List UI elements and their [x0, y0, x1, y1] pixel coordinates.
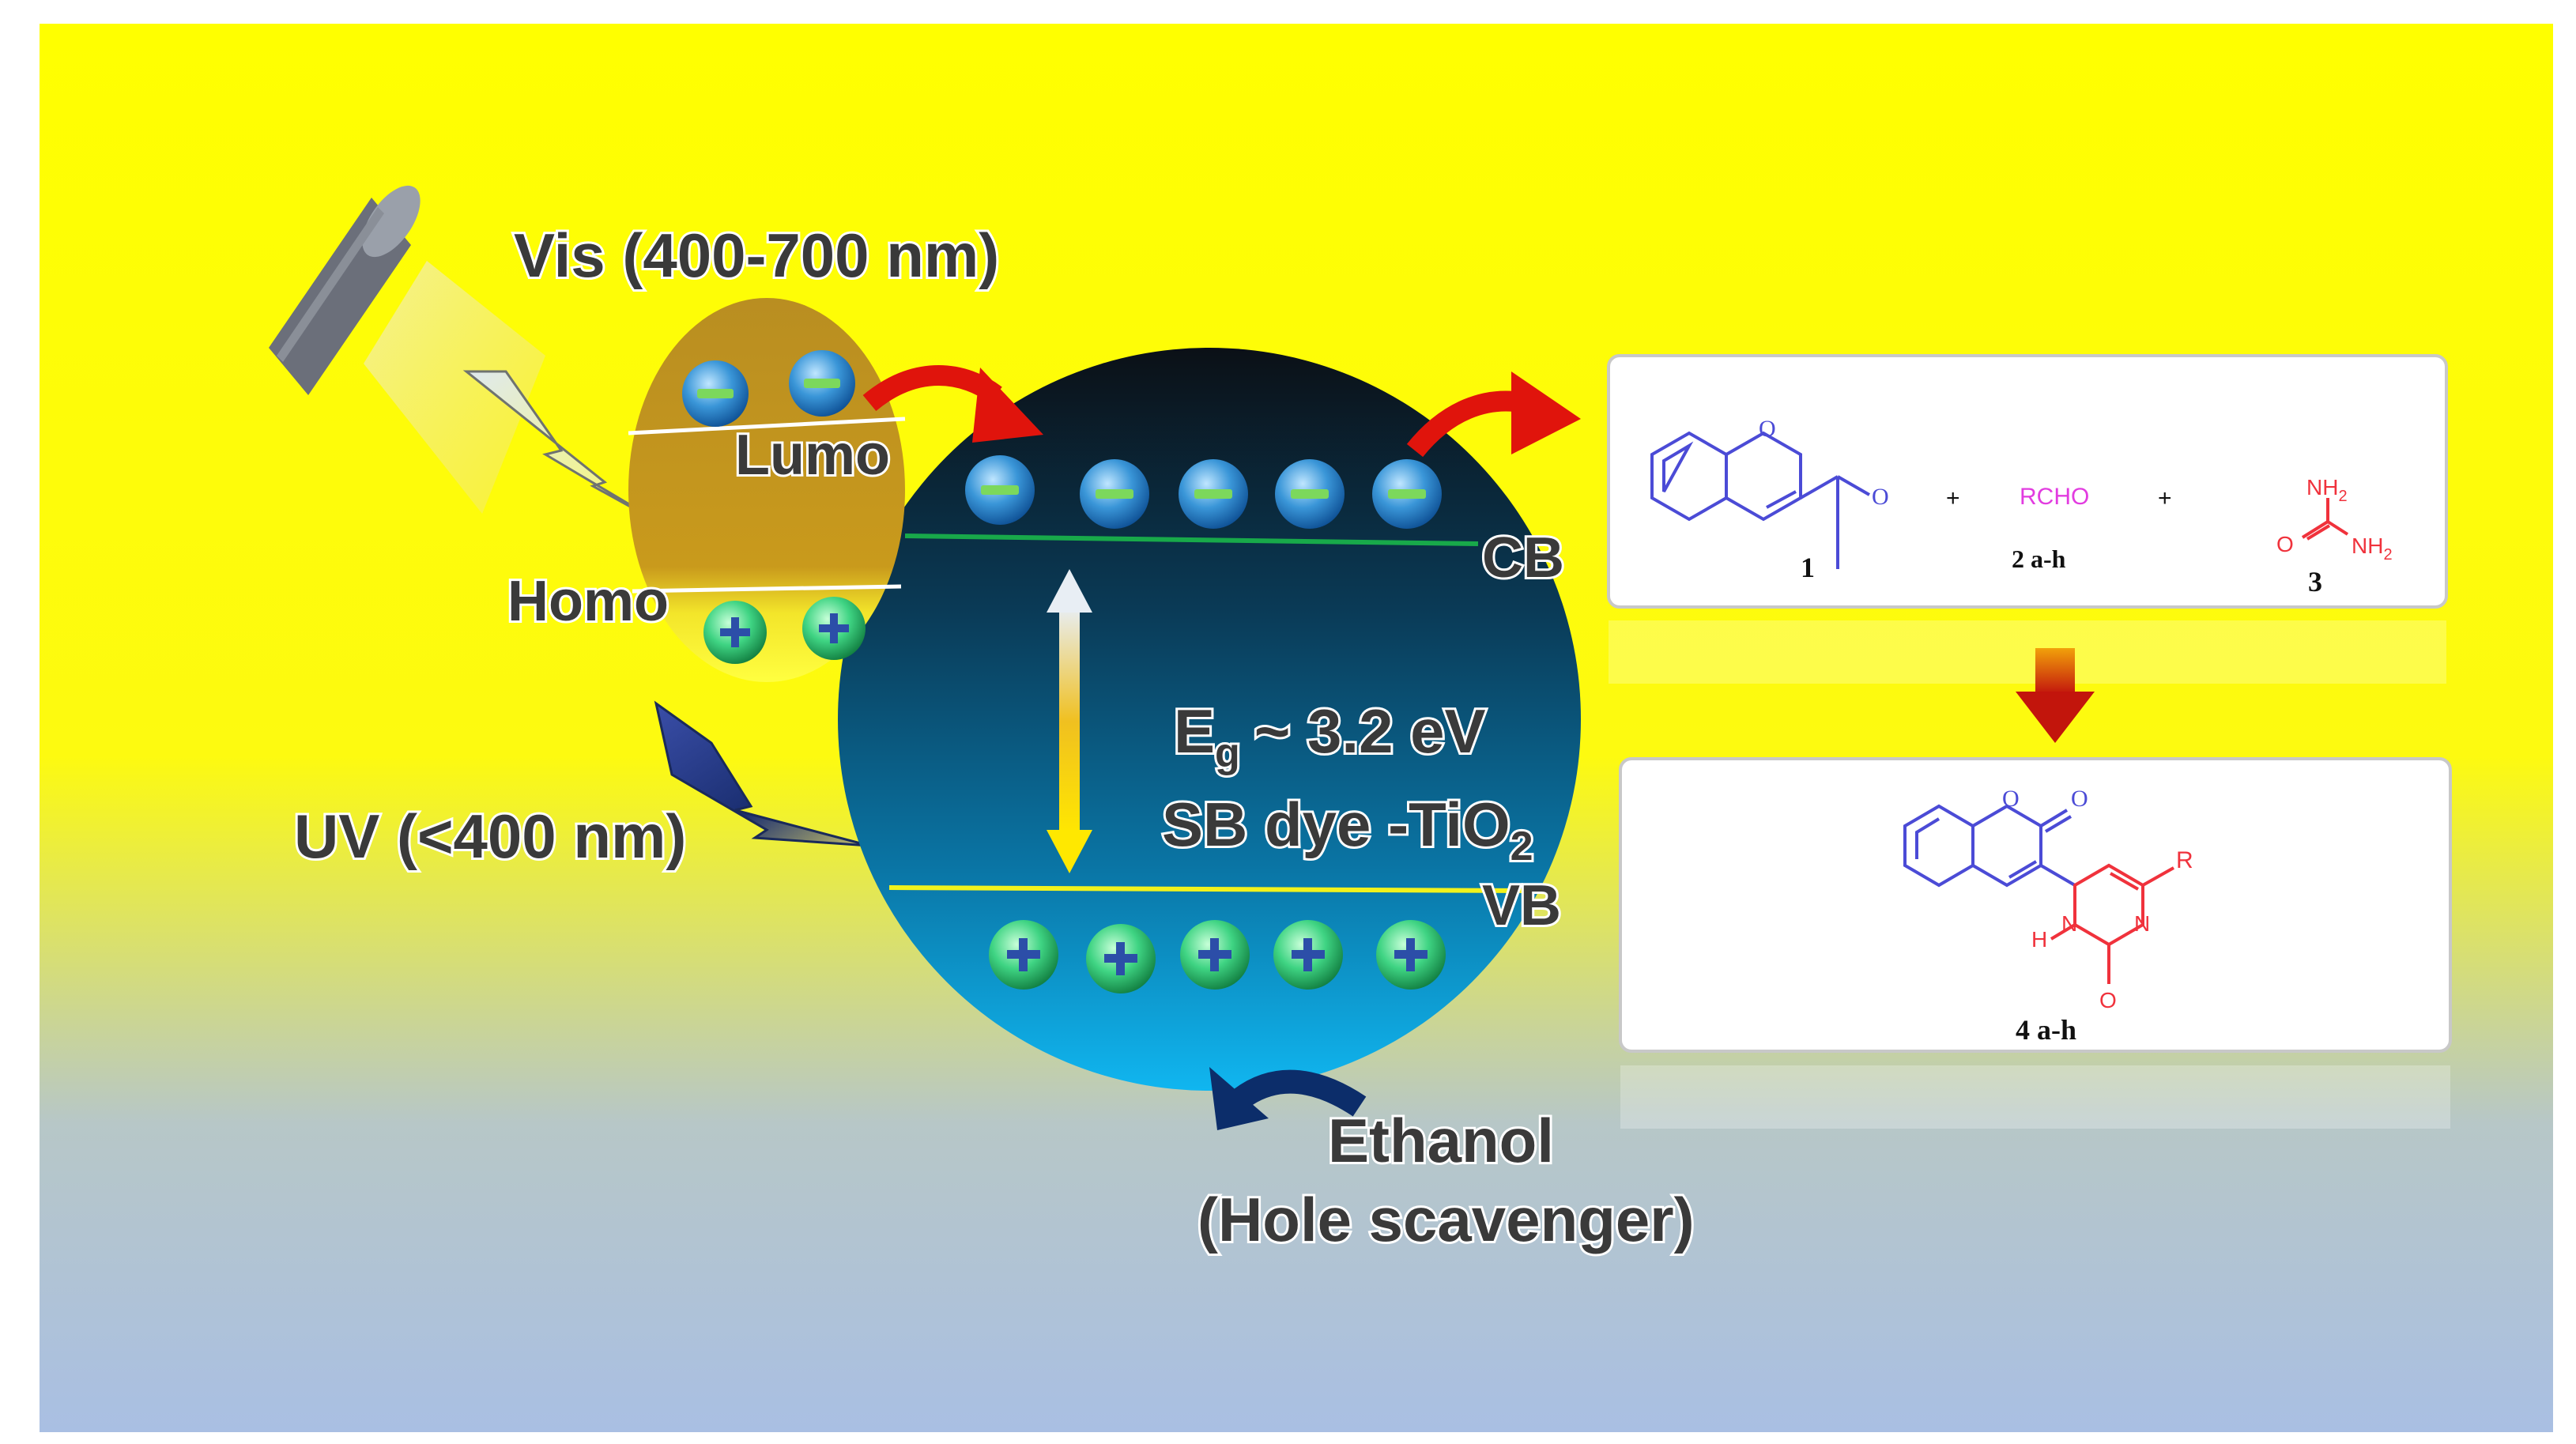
vb-line [888, 885, 1526, 893]
electron [1080, 459, 1149, 529]
compound-3-label: 3 [2308, 566, 2322, 598]
catalyst-label: SB dye -TiO2 [1162, 790, 1533, 869]
plus-sign: + [1946, 485, 1960, 511]
hole [703, 601, 767, 664]
compound-2-label: 2 a-h [2012, 545, 2066, 573]
compound-3-structure [2301, 498, 2349, 541]
electron [1372, 459, 1442, 529]
homo-label: Homo [507, 570, 669, 633]
oxygen-atom: O [2099, 988, 2117, 1012]
hydrogen-atom: H [2031, 927, 2047, 952]
reactants-box: O O 1 + RCHO 2 a-h + NH2 O NH2 3 [1607, 354, 2448, 684]
hole [989, 920, 1058, 990]
oxygen-atom: O [1872, 484, 1889, 510]
product-structure [1903, 804, 2174, 984]
hole [1086, 924, 1156, 993]
oxygen-atom: O [2276, 532, 2294, 556]
hole [1180, 920, 1250, 990]
amine-group: NH2 [2352, 533, 2393, 564]
compound-1-structure [1650, 431, 1870, 569]
hole [1273, 920, 1343, 990]
band-gap-label: Eg~ 3.2 eV [1174, 696, 1486, 776]
tio2-particle [838, 348, 1581, 1091]
nitrogen-atom: N [2134, 911, 2150, 936]
lamp-disc-icon [269, 185, 421, 395]
reaction-down-arrow [2016, 648, 2095, 743]
electron [682, 360, 749, 427]
electron [965, 455, 1035, 525]
nitrogen-atom: N [2061, 911, 2077, 936]
electron [1179, 459, 1248, 529]
hole-scavenger-arrow [1209, 1067, 1367, 1130]
cb-label: CB [1482, 526, 1564, 590]
oxygen-atom: O [1759, 416, 1776, 442]
photocatalysis-diagram: O O 1 + RCHO 2 a-h + NH2 O NH2 3 [40, 24, 2553, 1432]
hole-scavenger-label: (Hole scavenger) [1197, 1185, 1695, 1254]
hole [1376, 920, 1446, 990]
ethanol-label: Ethanol [1328, 1106, 1554, 1175]
plus-sign: + [2158, 485, 2172, 511]
electron-injection-arrow [862, 365, 1043, 443]
oxygen-atom: O [2071, 786, 2088, 812]
light-beam [364, 261, 545, 514]
r-group: R [2176, 847, 2193, 873]
visible-light-label: Vis (400-700 nm) [514, 221, 999, 290]
vb-label: VB [1482, 874, 1561, 937]
lumo-line [628, 417, 906, 435]
visible-light-bolt-icon [462, 370, 673, 531]
homo-line [632, 584, 902, 594]
electron [789, 350, 855, 417]
band-gap-arrow [1047, 569, 1092, 873]
uv-light-label: UV (<400 nm) [294, 801, 686, 871]
electron [1275, 459, 1345, 529]
reaction-arrow [1406, 371, 1581, 458]
cb-line [904, 533, 1479, 546]
hole [802, 597, 866, 660]
product-label: 4 a-h [2016, 1014, 2076, 1046]
product-box: O O R N N H O 4 a-h [1619, 757, 2452, 1129]
amine-group: NH2 [2306, 475, 2348, 505]
compound-1-label: 1 [1801, 552, 1815, 583]
lumo-label: Lumo [735, 424, 890, 487]
oxygen-atom: O [2002, 786, 2020, 812]
rcho-formula: RCHO [2020, 484, 2089, 510]
